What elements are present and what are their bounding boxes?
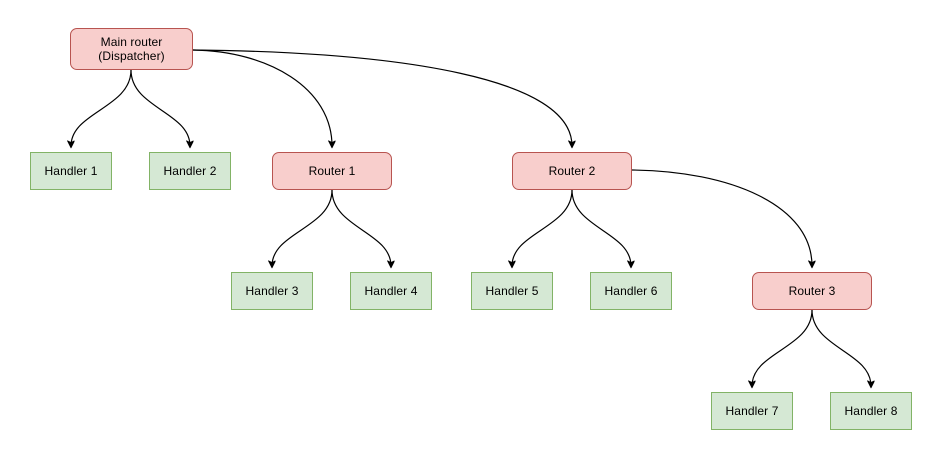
- node-main-router[interactable]: Main router (Dispatcher): [70, 28, 193, 70]
- node-handler-7[interactable]: Handler 7: [711, 392, 793, 430]
- node-label-handler-1: Handler 1: [44, 164, 98, 178]
- edge-main-to-handler-1: [71, 69, 132, 146]
- edge-main-to-router-1: [192, 49, 332, 146]
- node-label-handler-7: Handler 7: [725, 404, 779, 418]
- node-router-3[interactable]: Router 3: [752, 272, 872, 310]
- node-label-handler-8: Handler 8: [844, 404, 898, 418]
- node-label-router-2: Router 2: [548, 164, 596, 178]
- node-handler-5[interactable]: Handler 5: [471, 272, 553, 310]
- edge-router-1-to-handler-3: [272, 189, 333, 266]
- node-router-1[interactable]: Router 1: [272, 152, 392, 190]
- edge-router-1-to-handler-4: [331, 189, 391, 266]
- edge-router-2-to-handler-6: [571, 189, 631, 266]
- node-handler-8[interactable]: Handler 8: [830, 392, 912, 430]
- node-label-handler-6: Handler 6: [604, 284, 658, 298]
- edge-router-2-to-router-3: [631, 169, 812, 266]
- edge-main-to-handler-2: [130, 69, 190, 146]
- node-handler-2[interactable]: Handler 2: [149, 152, 231, 190]
- edge-router-3-to-handler-7: [752, 309, 813, 386]
- node-handler-6[interactable]: Handler 6: [590, 272, 672, 310]
- edge-router-3-to-handler-8: [811, 309, 871, 386]
- node-handler-1[interactable]: Handler 1: [30, 152, 112, 190]
- node-label-handler-3: Handler 3: [245, 284, 299, 298]
- node-label-handler-4: Handler 4: [364, 284, 418, 298]
- node-label-handler-5: Handler 5: [485, 284, 539, 298]
- node-label-router-1: Router 1: [308, 164, 356, 178]
- edge-router-2-to-handler-5: [512, 189, 573, 266]
- node-handler-3[interactable]: Handler 3: [231, 272, 313, 310]
- node-handler-4[interactable]: Handler 4: [350, 272, 432, 310]
- edges-group: [71, 49, 871, 386]
- node-label-router-3: Router 3: [788, 284, 836, 298]
- node-label-main-router: Main router (Dispatcher): [98, 35, 165, 63]
- edge-main-to-router-2: [192, 49, 572, 146]
- node-router-2[interactable]: Router 2: [512, 152, 632, 190]
- node-label-handler-2: Handler 2: [163, 164, 217, 178]
